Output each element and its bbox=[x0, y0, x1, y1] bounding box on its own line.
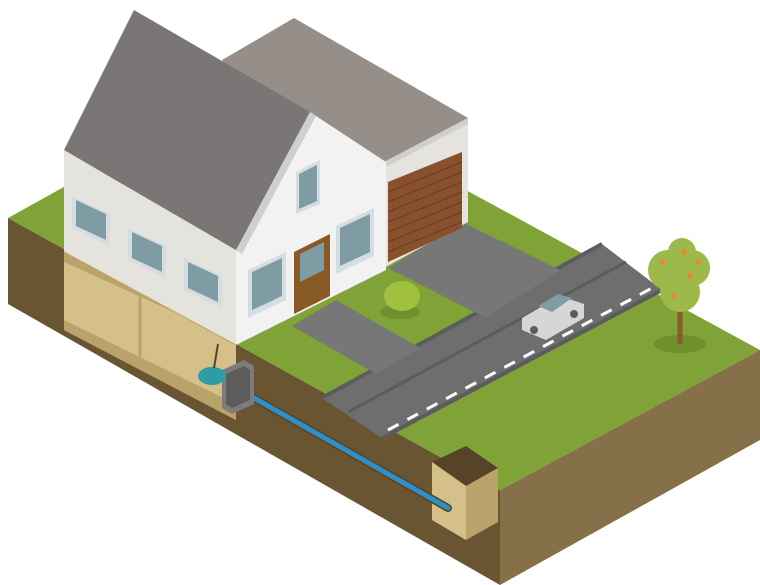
tree-fruit bbox=[681, 249, 687, 255]
bush-body bbox=[384, 281, 420, 311]
tree-fruit bbox=[695, 259, 701, 265]
car-wheel-rear bbox=[570, 310, 578, 318]
tree-fruit bbox=[671, 293, 677, 299]
valve-body bbox=[198, 367, 226, 385]
car-wheel-front bbox=[530, 326, 538, 334]
tree-fruit bbox=[659, 259, 665, 265]
tree-foliage-3 bbox=[660, 272, 700, 312]
tree-fruit bbox=[687, 273, 693, 279]
